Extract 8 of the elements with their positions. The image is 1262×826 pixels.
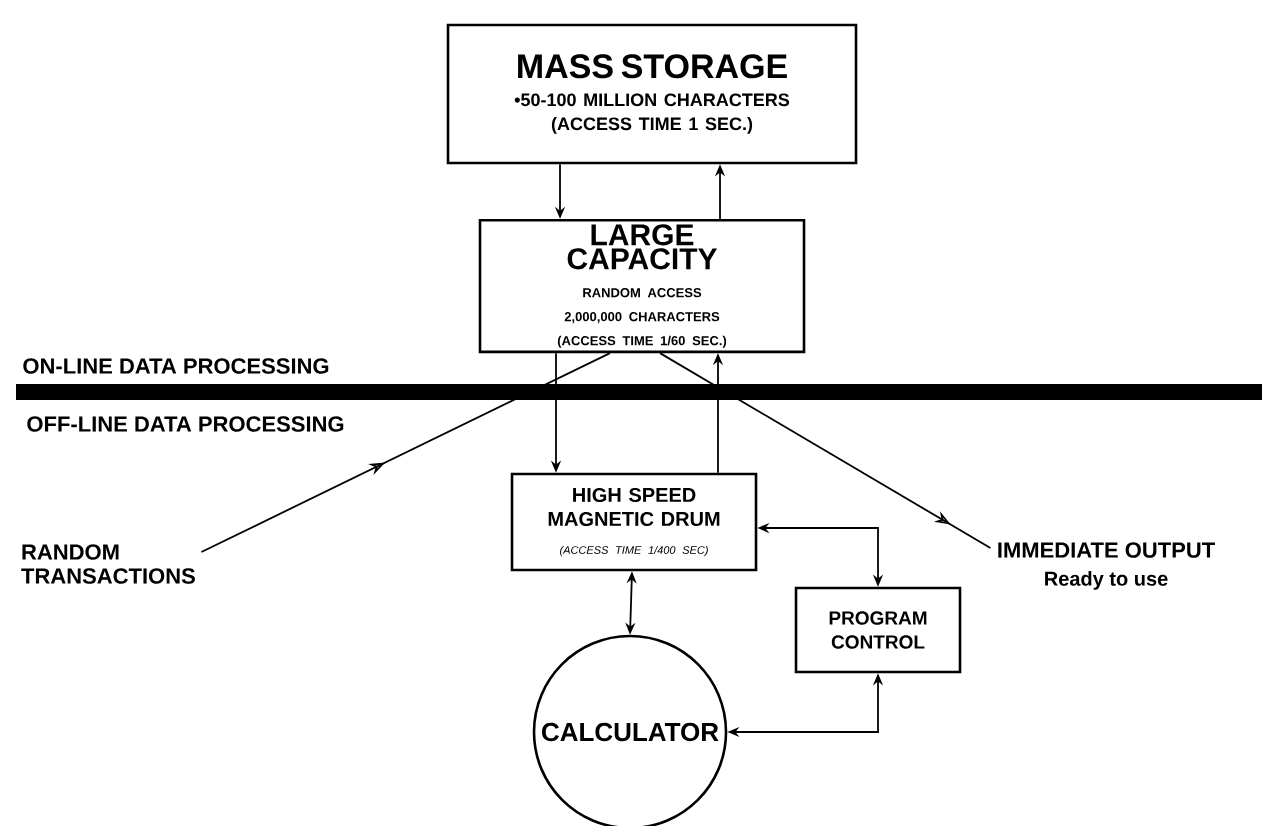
output-label: IMMEDIATE OUTPUT Ready to use: [998, 542, 1215, 590]
storage-box: MASS STORAGE •50-100 MILLION CHARACTERS (ACCESS TIME 1 SEC.): [446, 23, 858, 165]
section-label: OFF-LINE DATA PROCESSING: [27, 416, 344, 432]
arrow: [200, 352, 611, 553]
control-box: PROGRAM CONTROL: [794, 586, 962, 674]
section-label: ON-LINE DATA PROCESSING: [23, 358, 329, 374]
input-label: RANDOM TRANSACTIONS: [21, 544, 195, 584]
arrow: [659, 352, 992, 549]
